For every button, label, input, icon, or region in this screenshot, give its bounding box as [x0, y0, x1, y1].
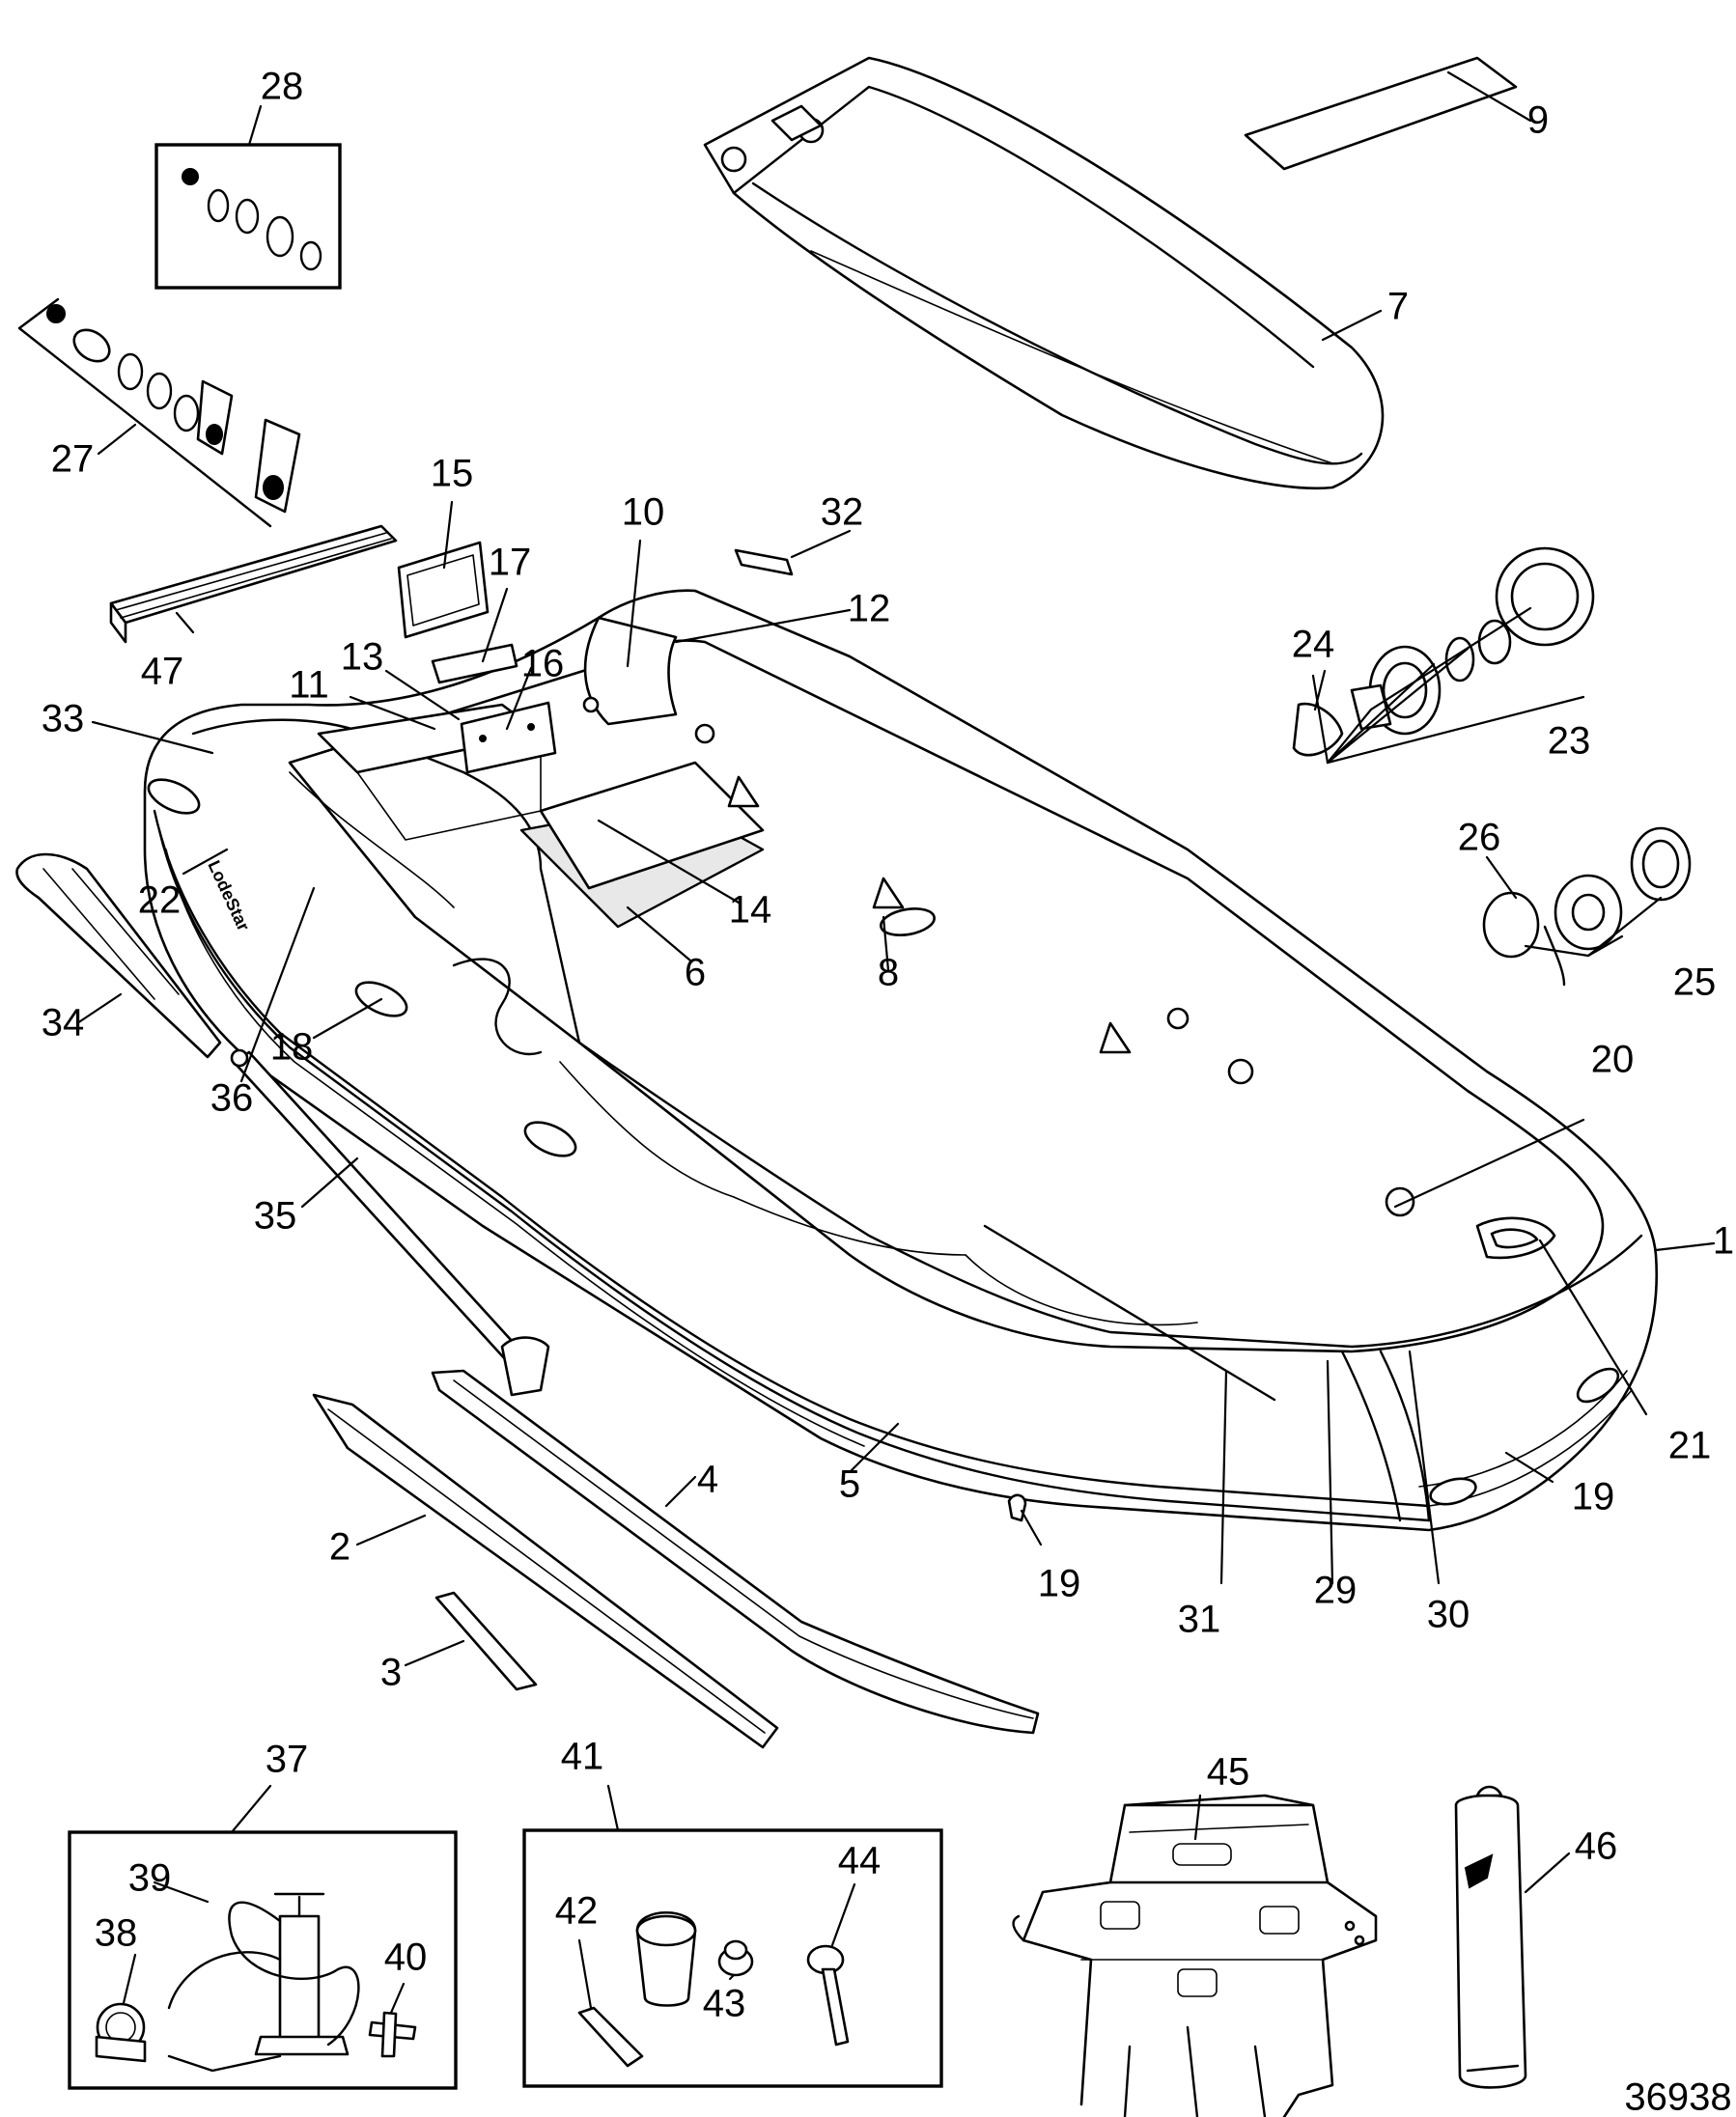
callout-11: 11 — [289, 664, 329, 707]
callout-10: 10 — [622, 491, 665, 534]
callout-3: 3 — [380, 1652, 402, 1694]
callout-31: 31 — [1178, 1599, 1221, 1641]
oar-blade-part-34 — [15, 852, 222, 1059]
callout-35: 35 — [254, 1195, 297, 1238]
valve-assembly-part-25 — [1482, 826, 1692, 987]
callout-32: 32 — [821, 491, 864, 534]
callout-18: 18 — [270, 1026, 314, 1069]
callout-22: 22 — [138, 879, 182, 922]
callout-6: 6 — [685, 952, 706, 994]
boat-cover-part-45 — [1012, 1794, 1378, 2117]
callout-9: 9 — [1527, 99, 1549, 142]
drain-plug-part-19 — [1007, 1493, 1027, 1522]
callout-39: 39 — [128, 1857, 172, 1900]
callout-21: 21 — [1668, 1425, 1712, 1467]
kit-box-part-28 — [154, 143, 342, 290]
callout-12: 12 — [848, 588, 891, 630]
callout-33: 33 — [42, 698, 85, 740]
callout-36: 36 — [210, 1077, 254, 1120]
slat-part-47 — [109, 524, 398, 644]
repair-kit-box-part-41 — [522, 1828, 943, 2088]
callout-40: 40 — [384, 1936, 428, 1979]
leader-lines — [75, 70, 1716, 2015]
callout-4: 4 — [697, 1459, 718, 1501]
callout-44: 44 — [838, 1840, 882, 1882]
callout-26: 26 — [1458, 817, 1501, 859]
callout-38: 38 — [95, 1912, 138, 1955]
callout-30: 30 — [1427, 1594, 1470, 1636]
figure-number: 36938 — [1624, 2076, 1731, 2117]
callout-1: 1 — [1713, 1220, 1734, 1263]
callout-43: 43 — [703, 1983, 746, 2025]
callout-labels: 1 2 3 4 5 6 7 8 9 10 11 12 13 14 15 16 1… — [42, 66, 1734, 2117]
callout-23: 23 — [1548, 720, 1591, 763]
callout-28: 28 — [261, 66, 304, 108]
callout-34: 34 — [42, 1002, 85, 1045]
callout-42: 42 — [555, 1890, 599, 1933]
callout-47: 47 — [141, 651, 184, 693]
callout-27: 27 — [51, 438, 95, 481]
floor-strip-part-9 — [1244, 56, 1518, 171]
boat-hull: LodeStar — [143, 589, 1658, 1532]
callout-19-stern: 19 — [1572, 1476, 1615, 1518]
callout-19-hull: 19 — [1038, 1563, 1081, 1605]
callout-20: 20 — [1591, 1039, 1635, 1081]
callout-41: 41 — [561, 1736, 604, 1778]
callout-24: 24 — [1292, 624, 1335, 666]
plate-part-3 — [434, 1591, 538, 1691]
plate-part-16 — [460, 701, 557, 774]
valve-assembly-part-23 — [1292, 546, 1595, 757]
storage-bag-part-46 — [1454, 1785, 1527, 2089]
oarlock-kit-part-27 — [17, 297, 301, 528]
callout-15: 15 — [431, 453, 474, 495]
callout-17: 17 — [489, 542, 532, 584]
callout-13: 13 — [341, 636, 384, 679]
oar-shaft-part-35 — [230, 1048, 550, 1397]
callout-46: 46 — [1575, 1825, 1618, 1868]
callout-29: 29 — [1314, 1570, 1358, 1612]
callout-37: 37 — [266, 1739, 309, 1781]
callout-14: 14 — [729, 889, 772, 932]
pump-kit-box-part-37 — [68, 1830, 458, 2090]
callout-2: 2 — [329, 1526, 350, 1569]
keel-strip-part-2 — [312, 1393, 779, 1749]
patch-plate-part-15 — [397, 541, 490, 639]
label-part-32 — [734, 548, 794, 576]
callout-7: 7 — [1387, 286, 1409, 328]
callout-16: 16 — [521, 643, 565, 685]
callout-5: 5 — [839, 1463, 860, 1506]
callout-45: 45 — [1207, 1751, 1250, 1794]
callout-8: 8 — [878, 952, 899, 994]
keel-strip-part-4 — [431, 1369, 1040, 1735]
callout-25: 25 — [1673, 961, 1717, 1004]
storage-cover-part-7 — [703, 56, 1385, 490]
